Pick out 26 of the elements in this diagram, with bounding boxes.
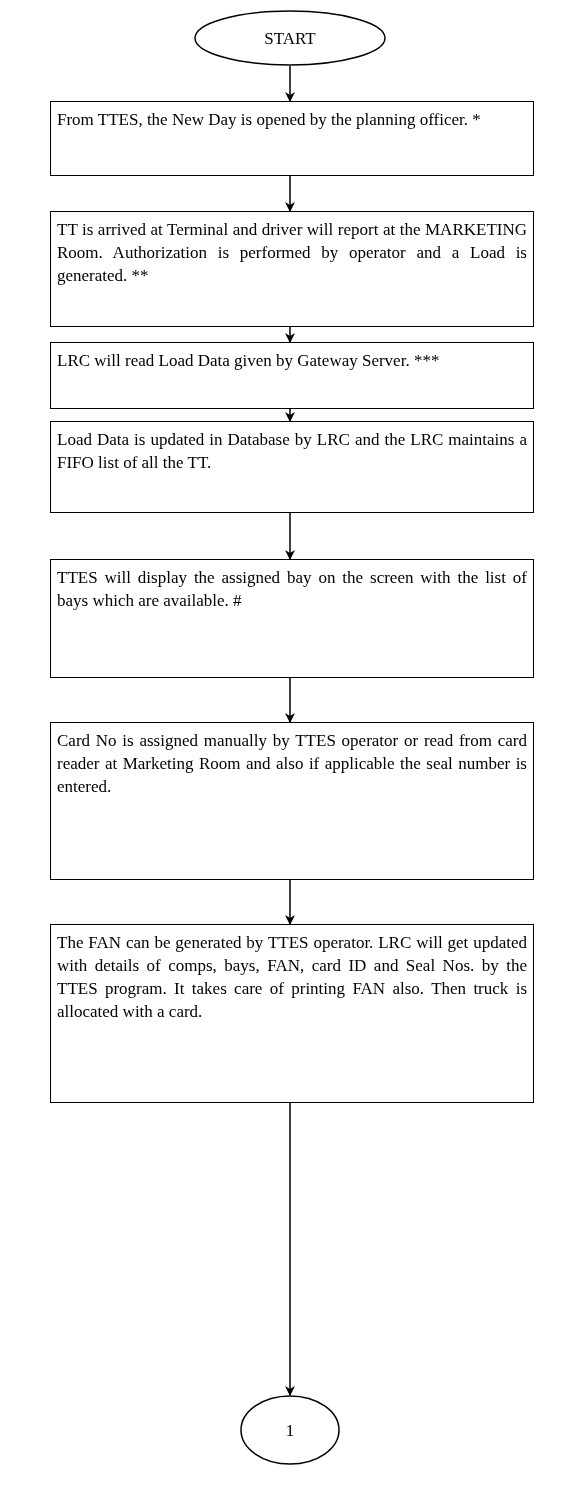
terminal-ellipse xyxy=(194,10,386,66)
node-label: START xyxy=(264,27,316,50)
step-text: The FAN can be generated by TTES operator. LRC will get updated with details of comps, bays, FAN, card ID and Seal Nos. by the TTES program. It takes care of printing FAN also. Then truck is allocated with a card. xyxy=(57,932,527,1023)
step-text: LRC will read Load Data given by Gateway Server. *** xyxy=(57,350,441,372)
process-box xyxy=(50,421,534,513)
step-text: Card No is assigned manually by TTES operator or read from card reader at Marketing Room and also if applicable the seal number is entered. xyxy=(57,730,527,798)
arrow xyxy=(285,65,295,102)
arrow xyxy=(285,175,295,212)
arrow xyxy=(285,879,295,925)
step-text: From TTES, the New Day is opened by the planning officer. * xyxy=(57,109,482,131)
step-text: Load Data is updated in Database by LRC and the LRC maintains a FIFO list of all the TT. xyxy=(57,429,527,474)
process-box xyxy=(50,559,534,678)
arrow xyxy=(285,408,295,422)
step-text: TTES will display the assigned bay on the screen with the list of bays which are available. # xyxy=(57,567,527,612)
arrow xyxy=(285,326,295,343)
node-label: 1 xyxy=(285,1419,295,1442)
connector-circle xyxy=(240,1395,340,1465)
arrow xyxy=(285,1102,295,1396)
process-box xyxy=(50,342,534,409)
process-box xyxy=(50,211,534,327)
process-box xyxy=(50,722,534,880)
arrow xyxy=(285,677,295,723)
step-text: TT is arrived at Terminal and driver will report at the MARKETING Room. Authorization is performed by operator and a Load is generated. ** xyxy=(57,219,527,287)
process-box xyxy=(50,101,534,176)
process-box xyxy=(50,924,534,1103)
arrow xyxy=(285,512,295,560)
